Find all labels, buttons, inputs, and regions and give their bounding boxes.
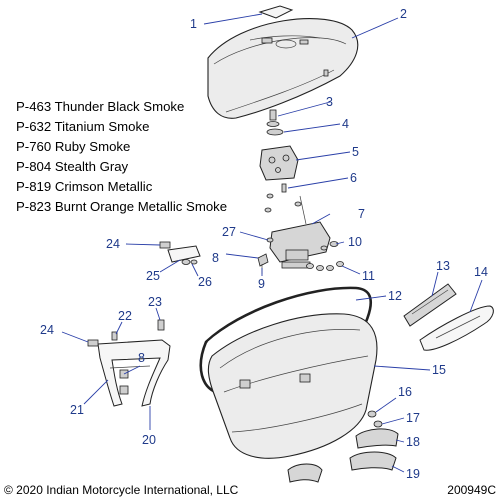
trim-badge [419,305,494,351]
leader-7 [311,213,331,225]
leader-5 [295,151,351,161]
callout-7: 7 [358,207,365,221]
callout-21: 21 [70,403,84,417]
callout-14: 14 [474,265,488,279]
leader-21 [83,379,109,405]
lower-mount-bracket [87,319,171,407]
callout-8-lower: 8 [138,351,145,365]
latch-bracket [269,195,331,269]
callout-15: 15 [432,363,446,377]
upper-mount-bracket [159,241,201,265]
leader-19 [391,465,405,473]
latch-housing [259,145,299,181]
leader-8b [123,365,141,375]
callout-26: 26 [198,275,212,289]
callout-2: 2 [400,7,407,21]
leader-25 [159,259,181,273]
callout-20: 20 [142,433,156,447]
callout-13: 13 [436,259,450,273]
nuts-11 [306,261,344,271]
callout-23: 23 [148,295,162,309]
leader-8a [225,253,259,259]
color-code-item: P-823 Burnt Orange Metallic Smoke [16,199,228,214]
leader-27 [239,231,269,241]
leader-1 [203,13,263,25]
color-code-item: P-804 Stealth Gray [16,159,129,174]
callout-3: 3 [326,95,333,109]
screw-17 [373,420,383,428]
callout-18: 18 [406,435,420,449]
leader-16 [375,397,397,413]
color-code-item: P-463 Thunder Black Smoke [16,99,185,114]
callout-1: 1 [190,17,197,31]
callout-4: 4 [342,117,349,131]
leader-14 [469,279,483,313]
callout-9: 9 [258,277,265,291]
lid-pad [258,5,294,19]
callout-16: 16 [398,385,412,399]
leader-3 [277,101,331,117]
reflector-strip [403,283,457,327]
callout-24-lower: 24 [40,323,54,337]
saddlebag-body [207,313,378,459]
callout-5: 5 [352,145,359,159]
screw-16 [367,410,377,418]
diagram-id: 200949C [447,483,496,497]
callout-27: 27 [222,225,236,239]
leader-23 [155,307,161,321]
nuts-10 [320,241,339,251]
leader-4 [283,123,341,133]
color-code-item: P-632 Titanium Smoke [16,119,150,134]
callout-22: 22 [118,309,132,323]
leader-24-lower [61,331,89,343]
leader-12 [355,295,387,301]
callout-24-upper: 24 [106,237,120,251]
leader-6 [287,177,349,189]
saddlebag-lid [207,18,359,119]
bracket-screws [264,193,302,213]
leader-13 [431,271,439,297]
color-code-list: P-463 Thunder Black Smoke P-632 Titanium… [16,97,227,217]
leader-17 [381,417,405,425]
leader-18 [395,439,405,443]
leader-2 [351,17,399,39]
leader-10 [335,241,345,245]
callout-6: 6 [350,171,357,185]
spring-pin [281,183,287,193]
callout-19: 19 [406,467,420,481]
callout-12: 12 [388,289,402,303]
color-code-item: P-760 Ruby Smoke [16,139,131,154]
leader-24-upper [125,243,161,246]
lock-bolt [266,109,280,127]
gasket-highlight [207,291,355,343]
leader-11 [341,265,361,275]
leader-22 [115,321,123,335]
lower-trim-18 [355,428,399,449]
lower-trim-19 [349,451,397,471]
leader-26 [191,263,199,277]
leader-15 [373,365,431,371]
callout-17: 17 [406,411,420,425]
bottom-bumper [287,463,323,483]
callout-11: 11 [362,269,375,283]
color-code-item: P-819 Crimson Metallic [16,179,153,194]
copyright-notice: © 2020 Indian Motorcycle International, … [4,483,239,497]
callout-25: 25 [146,269,160,283]
screw-8-upper [257,253,269,267]
washer [266,128,284,136]
callout-8-upper: 8 [212,251,219,265]
callout-10: 10 [348,235,362,249]
